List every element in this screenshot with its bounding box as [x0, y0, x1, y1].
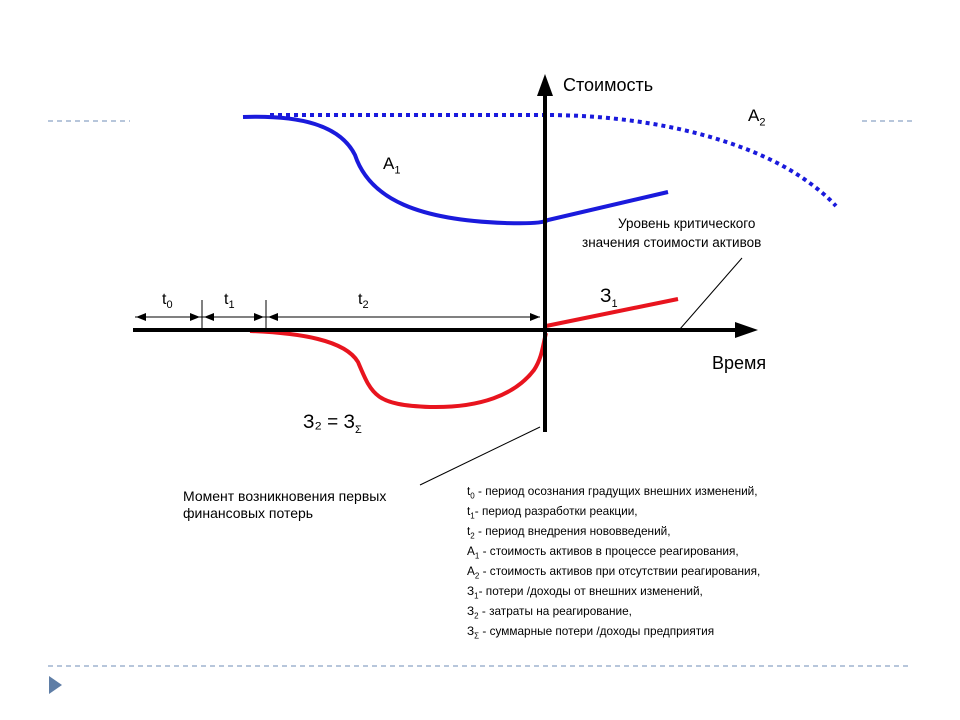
t1-label: t1 — [224, 291, 235, 312]
legend-row-z2: З2 - затраты на реагирование, — [467, 603, 632, 621]
legend-row-zsum: ЗΣ - суммарные потери /доходы предприяти… — [467, 623, 715, 641]
legend-row-a1: А1 - стоимость активов в процессе реагир… — [467, 543, 739, 561]
legend-row-a2: А2 - стоимость активов при отсутствии ре… — [467, 563, 761, 581]
legend: t0 - период осознания градущих внешних и… — [467, 484, 760, 644]
moment-line1: Момент возникновения первых — [183, 488, 387, 504]
a2-curve — [270, 113, 838, 208]
t0-label: t0 — [162, 291, 173, 312]
x-axis-label: Время — [712, 353, 767, 373]
legend-row-t2: t2 - период внедрения нововведений, — [467, 523, 671, 541]
z1-curve — [545, 297, 679, 328]
a1-label: А1 — [383, 154, 401, 177]
a1-curve — [242, 114, 669, 226]
critical-level-line1: Уровень критического — [618, 216, 756, 231]
moment-leader — [419, 426, 541, 486]
play-triangle-icon[interactable] — [49, 676, 62, 694]
moment-annotation: Момент возникновения первых финансовых п… — [183, 488, 386, 522]
x-axis-arrow-icon — [735, 322, 758, 338]
y-axis-arrow-icon — [537, 74, 553, 96]
critical-level-line2: значения стоимости активов — [582, 235, 762, 250]
legend-row-t0: t0 - период осознания градущих внешних и… — [467, 484, 758, 501]
legend-row-t1: t1- период разработки реакции, — [467, 503, 638, 521]
t2-label: t2 — [358, 291, 369, 312]
z2-label: З₂ = ЗΣ — [303, 412, 362, 436]
moment-line2: финансовых потерь — [183, 505, 314, 521]
y-axis-label: Стоимость — [563, 75, 654, 95]
a2-label: А2 — [748, 106, 766, 129]
legend-row-z1: З1- потери /доходы от внешних изменений, — [467, 583, 703, 601]
critical-level-leader — [679, 257, 743, 330]
z2-curve — [249, 329, 548, 410]
z1-label: З1 — [600, 286, 618, 310]
